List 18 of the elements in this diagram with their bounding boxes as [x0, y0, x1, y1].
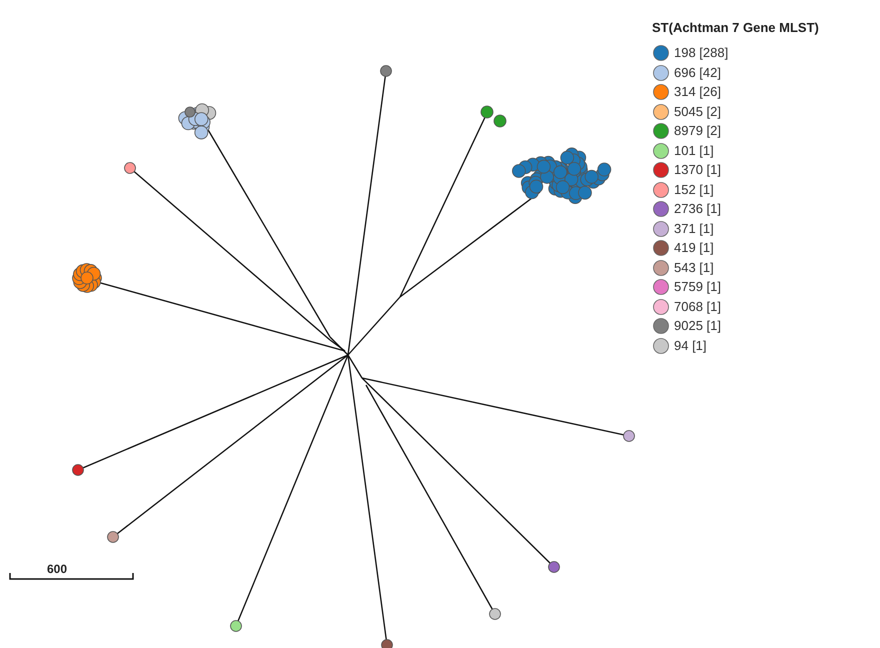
legend-label: 314 [26] — [674, 84, 721, 100]
legend-label: 419 [1] — [674, 240, 714, 256]
legend-label: 543 [1] — [674, 260, 714, 276]
legend-label: 8979 [2] — [674, 123, 721, 139]
legend-label: 2736 [1] — [674, 201, 721, 217]
legend-label: 371 [1] — [674, 220, 714, 236]
scale-label: 600 — [47, 562, 68, 576]
legend-label: 198 [288] — [674, 45, 728, 61]
legend-label: 9025 [1] — [674, 318, 721, 334]
legend-label: 152 [1] — [674, 182, 714, 198]
legend-label: 5759 [1] — [674, 279, 721, 295]
legend-title: ST(Achtman 7 Gene MLST) — [652, 20, 819, 35]
legend-label: 101 [1] — [674, 142, 714, 158]
legend-label: 696 [42] — [674, 64, 721, 80]
legend-label: 7068 [1] — [674, 298, 721, 314]
legend-label: 1370 [1] — [674, 162, 721, 178]
legend-label: 94 [1] — [674, 338, 707, 354]
legend-label: 5045 [2] — [674, 104, 721, 120]
